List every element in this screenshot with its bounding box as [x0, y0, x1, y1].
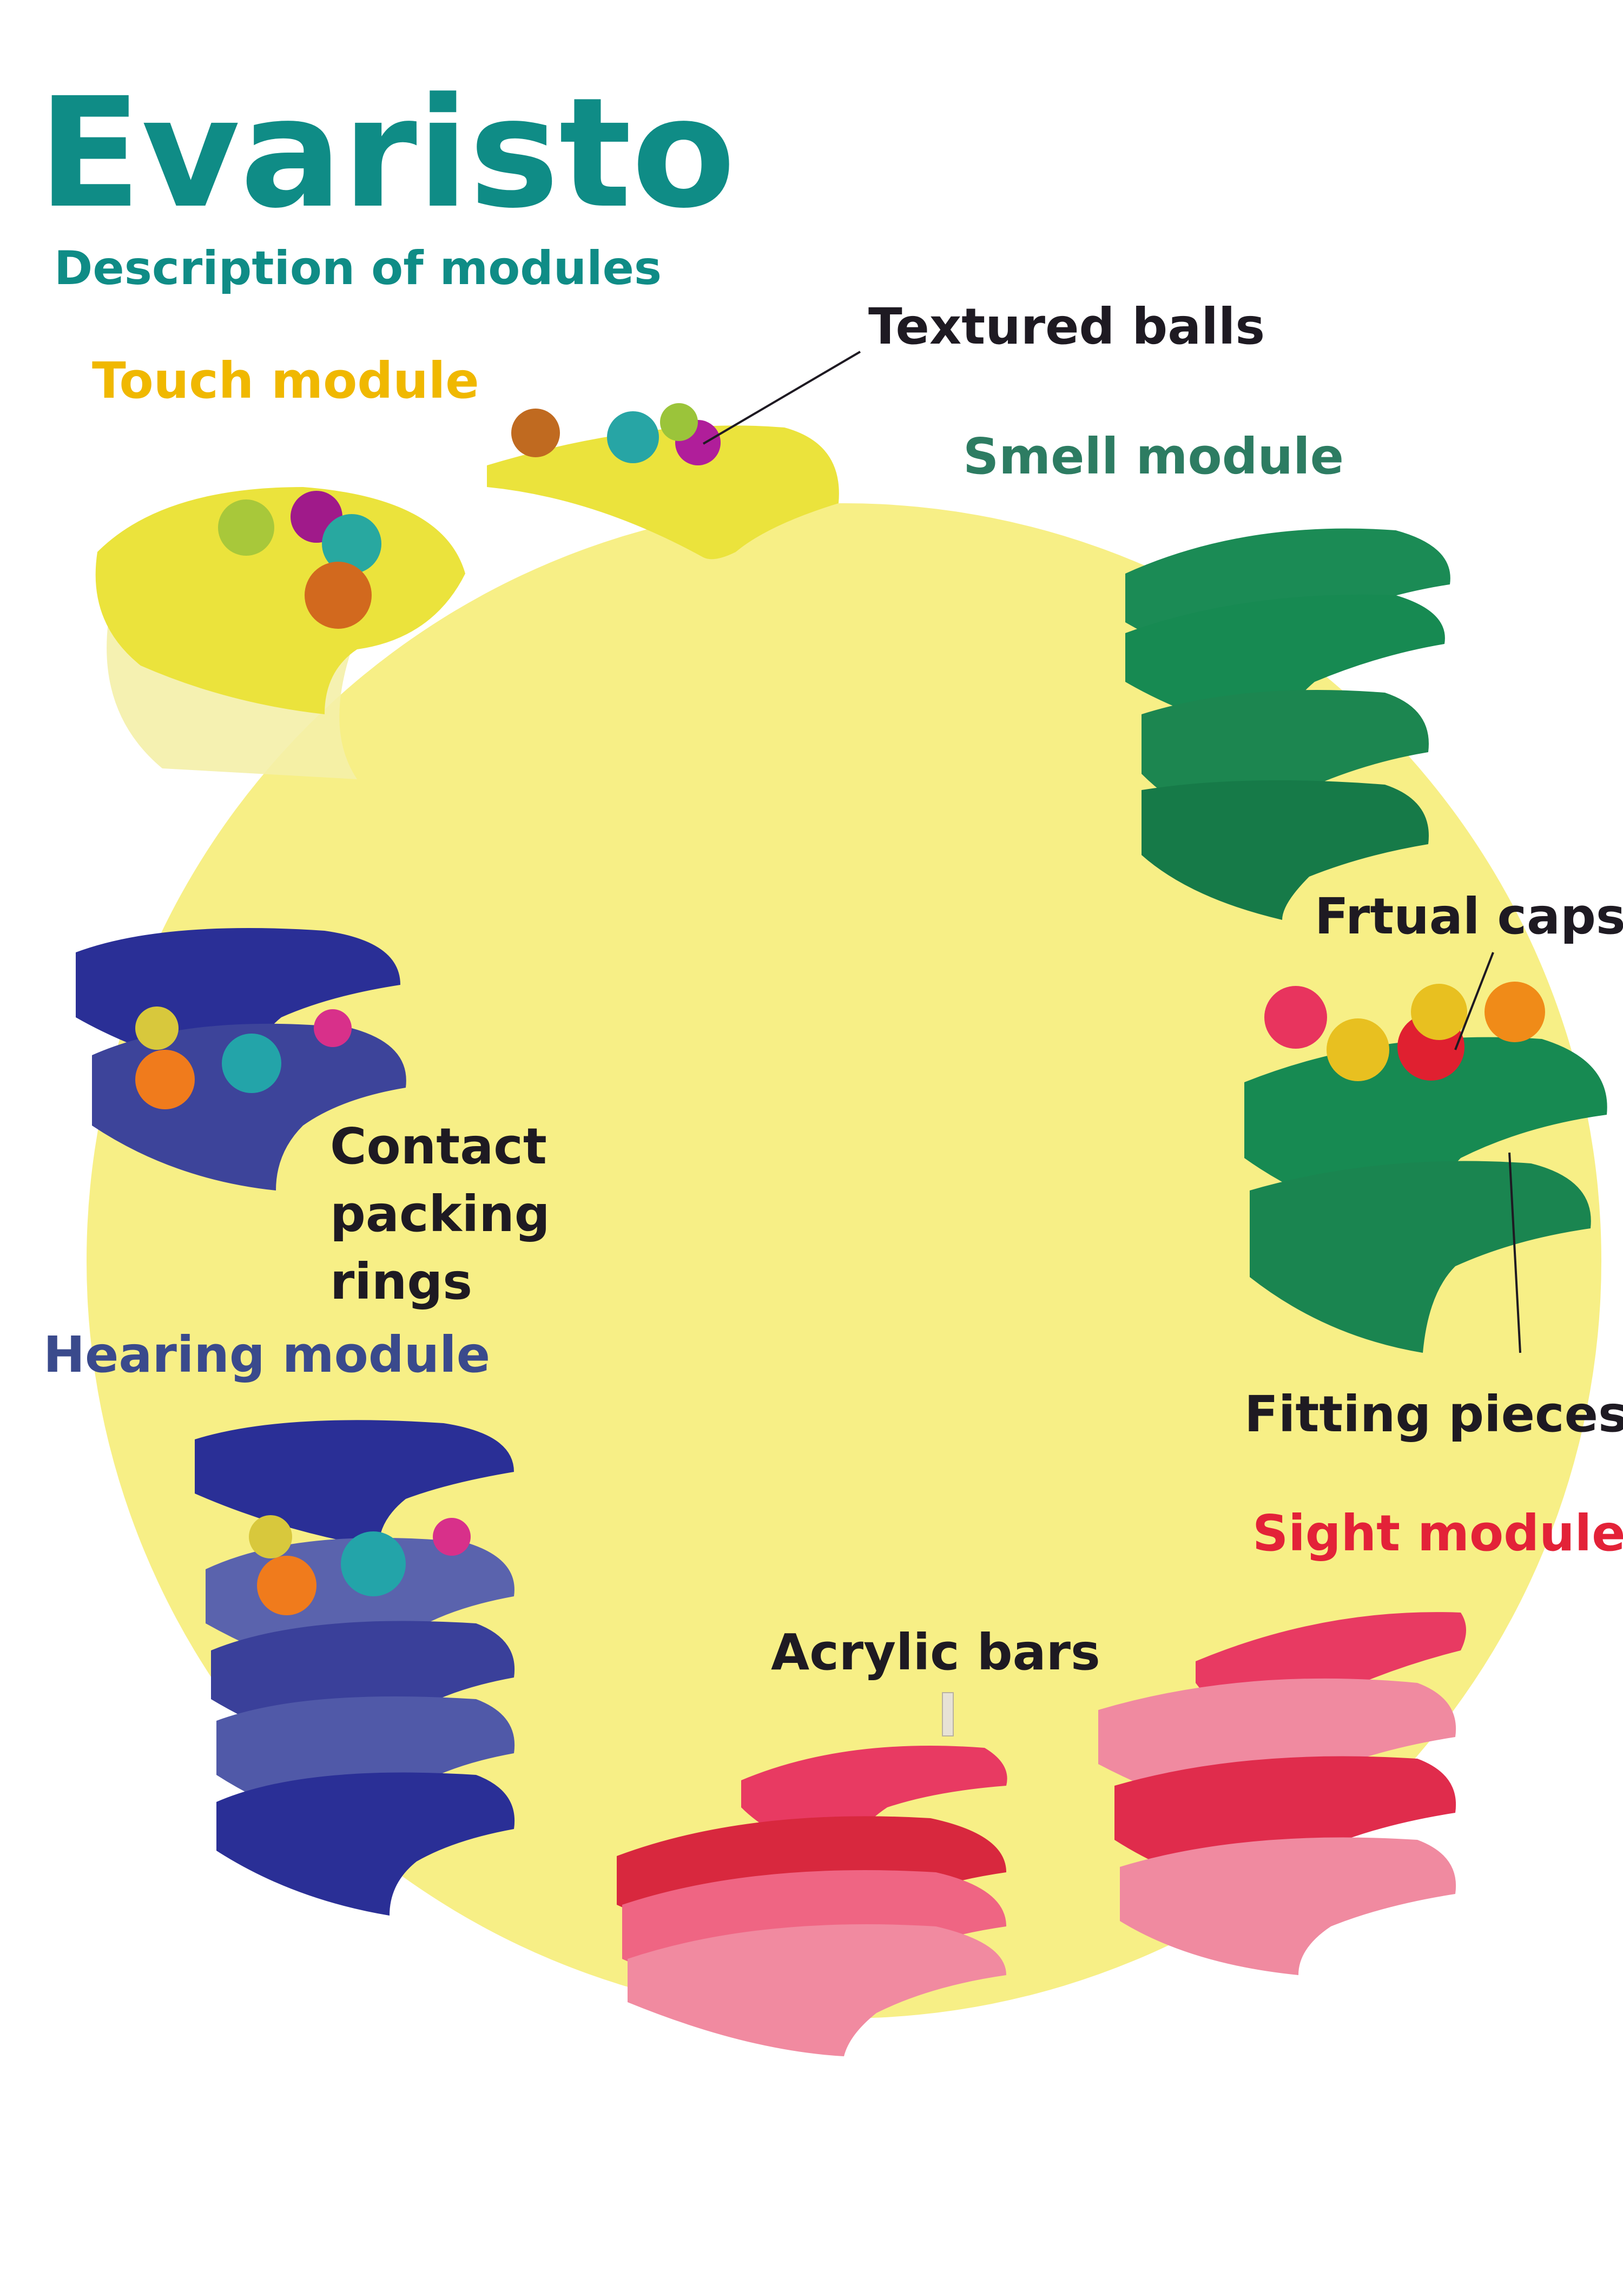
cap-yellow-right	[1411, 984, 1467, 1040]
touch-ball-green	[218, 499, 274, 556]
cap-red-left	[1264, 986, 1327, 1049]
hearing-button-pink	[314, 1009, 352, 1047]
touch-ball-orange	[305, 562, 372, 629]
hearing-lower-orange	[257, 1556, 316, 1615]
hearing-lower-yellow	[249, 1515, 292, 1558]
smell-module-illustration	[1125, 528, 1450, 920]
callout-line-fitting-pieces	[1508, 1152, 1521, 1353]
hearing-lower-teal	[341, 1531, 406, 1596]
hearing-button-teal	[222, 1034, 281, 1093]
sight-right-base	[1120, 1837, 1456, 1975]
callout-contact-line-3: rings	[330, 1253, 472, 1311]
sight-right-illustration	[1098, 1612, 1466, 1975]
cap-yellow-left	[1327, 1018, 1389, 1081]
touch-module-illustration	[95, 403, 839, 779]
hearing-lower-base-3	[216, 1772, 515, 1916]
callout-textured-balls: Textured balls	[868, 298, 1265, 356]
touch-module-label: Touch module	[92, 352, 479, 410]
acrylic-bar	[942, 1692, 954, 1736]
page-subtitle: Description of modules	[54, 241, 662, 295]
touch-ball-green-small	[660, 403, 698, 441]
hearing-lower-illustration	[195, 1420, 515, 1916]
callout-contact-line-2: packing	[330, 1185, 550, 1243]
hearing-module-label: Hearing module	[43, 1326, 490, 1384]
callout-frtual-caps: Frtual caps	[1315, 887, 1623, 945]
touch-ball-teal-small	[607, 411, 659, 463]
caps-module-illustration	[1244, 982, 1607, 1353]
callout-acrylic-bars: Acrylic bars	[771, 1623, 1100, 1681]
sight-center-base-3	[628, 1924, 1006, 2056]
touch-top-right-piece	[487, 425, 839, 560]
hearing-lower-pink	[433, 1518, 471, 1556]
callout-fitting-pieces: Fitting pieces	[1244, 1385, 1623, 1443]
page-title: Evaristo	[38, 65, 736, 242]
sight-module-label: Sight module	[1252, 1504, 1623, 1562]
caps-layer-2	[1250, 1161, 1591, 1353]
smell-layer-4	[1142, 780, 1429, 920]
hearing-upper-illustration	[76, 928, 406, 1190]
callout-line-textured-balls	[702, 351, 861, 445]
hearing-button-yellow	[135, 1006, 179, 1050]
hearing-button-orange	[135, 1050, 195, 1109]
sight-center-illustration	[617, 1746, 1007, 2056]
cap-orange-right	[1485, 982, 1545, 1042]
touch-ball-orange-small	[511, 409, 560, 457]
touch-ball-teal	[322, 514, 381, 574]
smell-module-label: Smell module	[963, 427, 1344, 485]
callout-contact-line-1: Contact	[330, 1117, 547, 1175]
callout-line-frtual-caps	[1454, 952, 1494, 1050]
